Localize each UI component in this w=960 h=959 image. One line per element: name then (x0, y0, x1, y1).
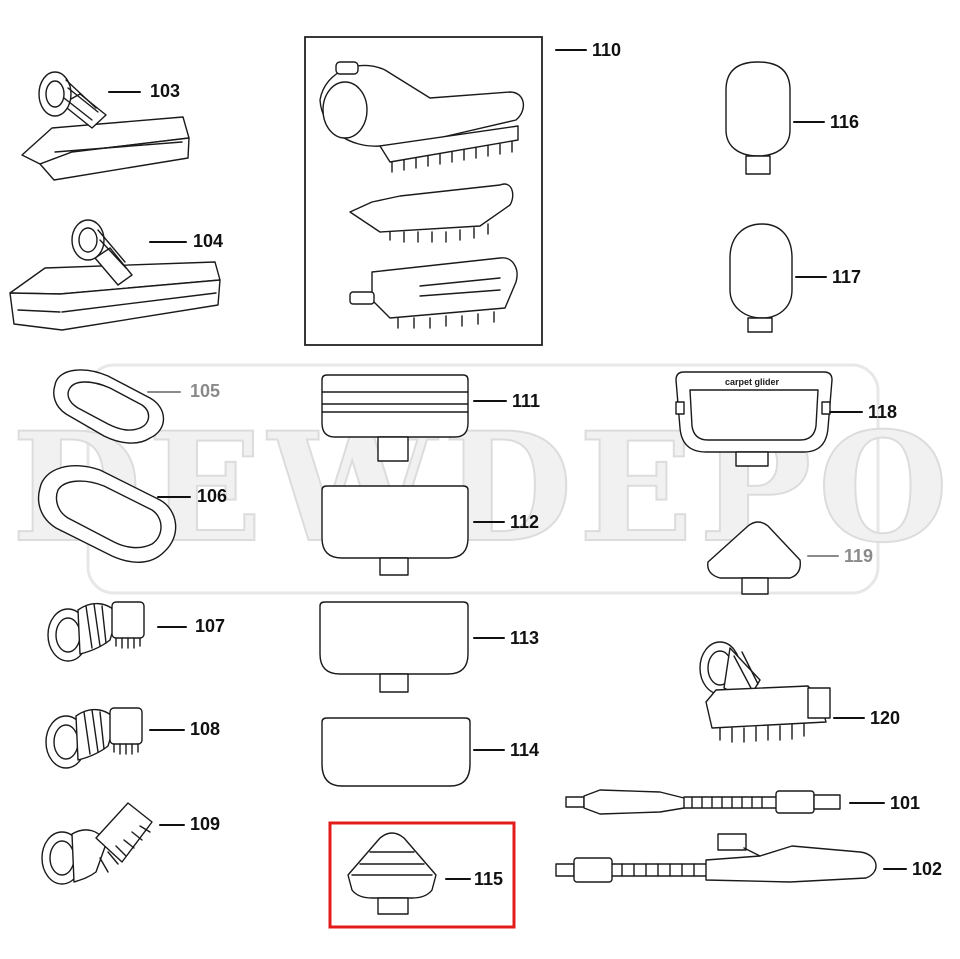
part-110-illustration[interactable] (320, 62, 523, 328)
part-109-illustration[interactable] (42, 803, 152, 884)
part-119-illustration[interactable] (708, 522, 801, 594)
part-120-illustration[interactable] (700, 642, 830, 742)
part-117-illustration[interactable] (730, 224, 792, 332)
part-105-illustration[interactable] (54, 370, 164, 443)
part-107-illustration[interactable] (48, 602, 144, 661)
kit-box-110 (304, 36, 543, 346)
part-118-illustration[interactable] (676, 372, 832, 466)
part-115-illustration[interactable] (348, 833, 436, 914)
part-108-illustration[interactable] (46, 708, 142, 768)
part-102-illustration[interactable] (556, 834, 876, 882)
part-112-illustration[interactable] (322, 486, 468, 575)
leader-lines (108, 49, 907, 880)
highlight-box-115 (328, 821, 516, 929)
part-114-illustration[interactable] (322, 718, 470, 786)
part-113-illustration[interactable] (320, 602, 468, 692)
part-111-illustration[interactable] (322, 375, 468, 461)
part-101-illustration[interactable] (566, 790, 840, 814)
part-104-illustration[interactable] (10, 220, 220, 330)
part-103-illustration[interactable] (22, 72, 189, 180)
part-116-illustration[interactable] (726, 62, 790, 174)
part-106-illustration[interactable] (39, 466, 176, 563)
carpet-glider-text: carpet glider (725, 377, 780, 387)
